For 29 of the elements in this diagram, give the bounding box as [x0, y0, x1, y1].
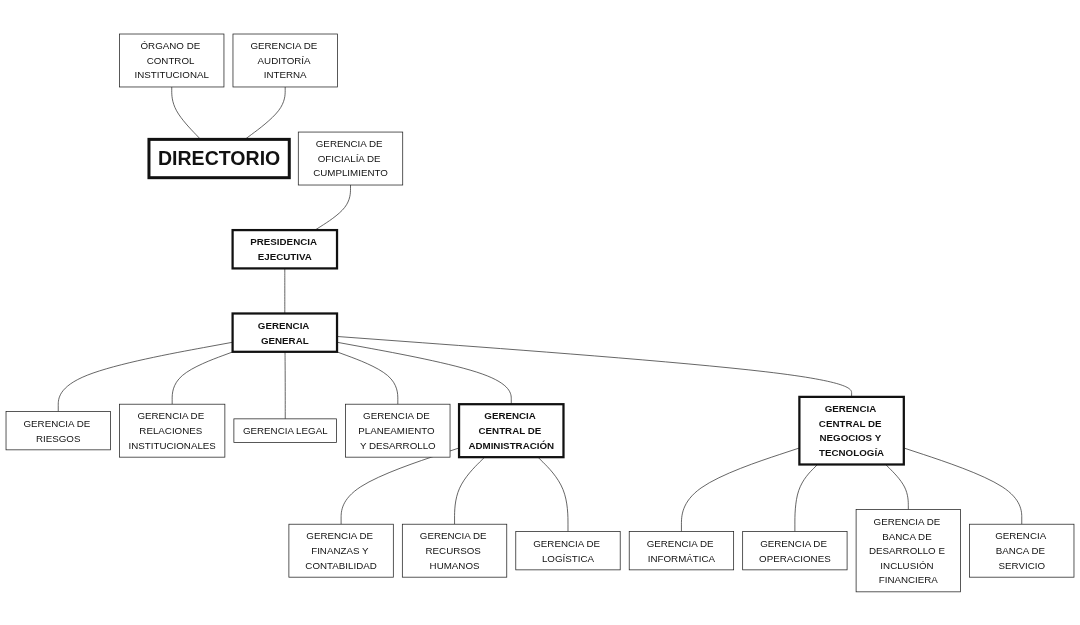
connector [171, 351, 234, 405]
connector [336, 351, 399, 405]
node-box: PRESIDENCIA EJECUTIVA [231, 228, 339, 270]
connector [57, 341, 233, 412]
node-box: GERENCIA DE LOGÍSTICA [515, 530, 621, 570]
node-box: DIRECTORIO [147, 137, 291, 179]
node-box: ÓRGANO DE CONTROL INSTITUCIONAL [119, 33, 225, 87]
connector [284, 351, 286, 419]
connector [681, 447, 800, 532]
connector [284, 267, 286, 314]
node-box: GERENCIA DE FINANZAS Y CONTABILIDAD [288, 523, 394, 578]
node-box: GERENCIA DE AUDITORÍA INTERNA [232, 33, 338, 87]
connector [336, 341, 512, 405]
node-box: GERENCIA CENTRAL DE NEGOCIOS Y TECNOLOGÍA [798, 395, 905, 466]
node-box: GERENCIA BANCA DE SERVICIO [969, 523, 1075, 578]
node-box: GERENCIA GENERAL [231, 311, 339, 353]
node-box: GERENCIA CENTRAL DE ADMINISTRACIÓN [457, 402, 565, 458]
node-box: GERENCIA DE OFICIALÍA DE CUMPLIMIENTO [297, 131, 404, 185]
connector [537, 456, 569, 532]
connector [454, 456, 485, 525]
connector [903, 447, 1023, 525]
node-box: GERENCIA LEGAL [233, 418, 337, 443]
node-box: GERENCIA DE OPERACIONES [742, 530, 848, 570]
node-box: GERENCIA DE PLANEAMIENTO Y DESARROLLO [345, 403, 451, 458]
node-box: GERENCIA DE RECURSOS HUMANOS [401, 523, 508, 578]
node-box: GERENCIA DE INFORMÁTICA [628, 530, 735, 570]
node-box: GERENCIA DE RIESGOS [5, 410, 111, 450]
node-box: GERENCIA DE BANCA DE DESARROLLO E INCLUSIÓN FINANCIERA [855, 508, 961, 592]
node-box: GERENCIA DE RELACIONES INSTITUCIONALES [119, 403, 226, 458]
